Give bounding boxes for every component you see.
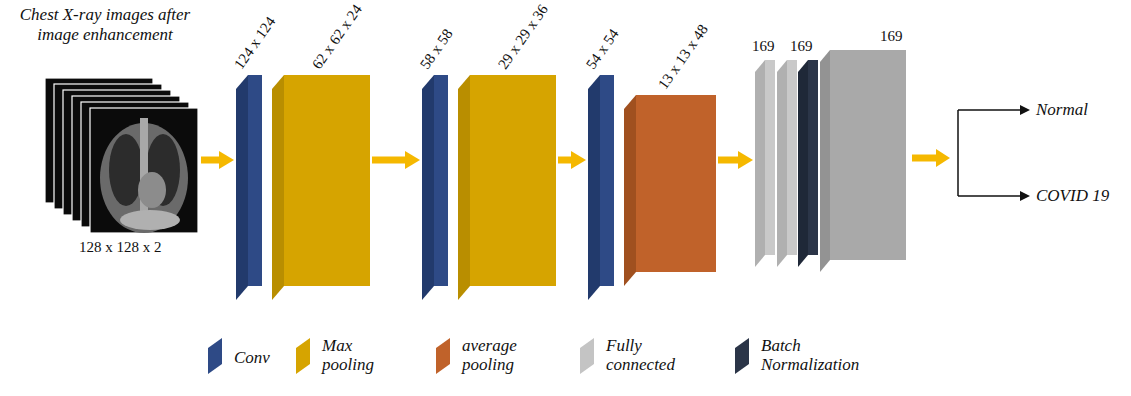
slab-shape <box>755 60 775 267</box>
legend-text: average pooling <box>462 337 532 374</box>
arrow-head <box>1020 105 1030 115</box>
slab-shape <box>624 95 716 286</box>
slab-shape <box>236 75 262 300</box>
class-label: COVID 19 <box>1036 187 1109 204</box>
input-caption: Chest X-ray images after image enhanceme… <box>5 5 205 44</box>
dimension-label: 62 x 62 x 24 <box>310 2 365 72</box>
fc-layer: 169 <box>820 50 906 272</box>
conv-layer: 124 x 124 <box>236 75 262 300</box>
dimension-label: 54 x 54 <box>584 27 622 72</box>
avgpool-layer: 13 x 13 x 48 <box>624 95 716 286</box>
legend-swatch <box>436 338 450 374</box>
maxpool-layer: 62 x 62 x 24 <box>272 75 370 300</box>
legend-swatch <box>580 338 594 374</box>
dimension-label: 169 <box>752 39 775 54</box>
legend-text: Fully connected <box>606 337 686 374</box>
dimension-label: 169 <box>880 29 903 44</box>
flow-arrow <box>372 157 405 164</box>
dimension-label: 58 x 58 <box>418 27 456 72</box>
output-arrows <box>912 105 1030 201</box>
slab-shape <box>777 60 797 267</box>
dimension-label: 128 x 128 x 2 <box>79 240 162 255</box>
dimension-label: 124 x 124 <box>232 14 279 72</box>
slab-shape <box>588 75 614 300</box>
legend-text: Conv <box>234 349 294 368</box>
xray-frame <box>90 108 198 233</box>
yellow-arrow-head <box>936 149 950 167</box>
maxpool-layer: 29 x 29 x 36 <box>458 75 556 300</box>
branch-line <box>958 109 1022 111</box>
legend-swatch <box>735 338 749 374</box>
fc-layer: 169 <box>755 60 775 267</box>
batchnorm-slab <box>798 60 818 267</box>
flow-arrow <box>558 157 571 164</box>
slab-shape <box>272 75 370 300</box>
class-label: Normal <box>1036 101 1088 118</box>
dimension-label: 13 x 13 x 48 <box>656 22 711 92</box>
slab-shape <box>820 50 906 272</box>
fc-layer: 169 <box>777 60 797 267</box>
flow-arrow <box>201 157 219 164</box>
arrow-head <box>1020 191 1030 201</box>
legend-swatch <box>296 338 310 374</box>
dimension-label: 169 <box>790 39 813 54</box>
legend-text: Max pooling <box>322 337 386 374</box>
xray-stack <box>45 78 198 233</box>
branch-line <box>957 110 959 196</box>
flow-arrow <box>718 157 738 164</box>
conv-layer: 58 x 58 <box>422 75 448 300</box>
dimension-label: 29 x 29 x 36 <box>496 2 551 72</box>
yellow-arrow-shaft <box>912 155 936 162</box>
slab-shape <box>458 75 556 300</box>
legend-text: Batch Normalization <box>761 337 871 374</box>
legend-swatch <box>208 338 222 374</box>
conv-layer: 54 x 54 <box>588 75 614 300</box>
input-image: Chest X-ray images after image enhanceme… <box>5 5 205 260</box>
slab-shape <box>422 75 448 300</box>
branch-line <box>958 195 1022 197</box>
